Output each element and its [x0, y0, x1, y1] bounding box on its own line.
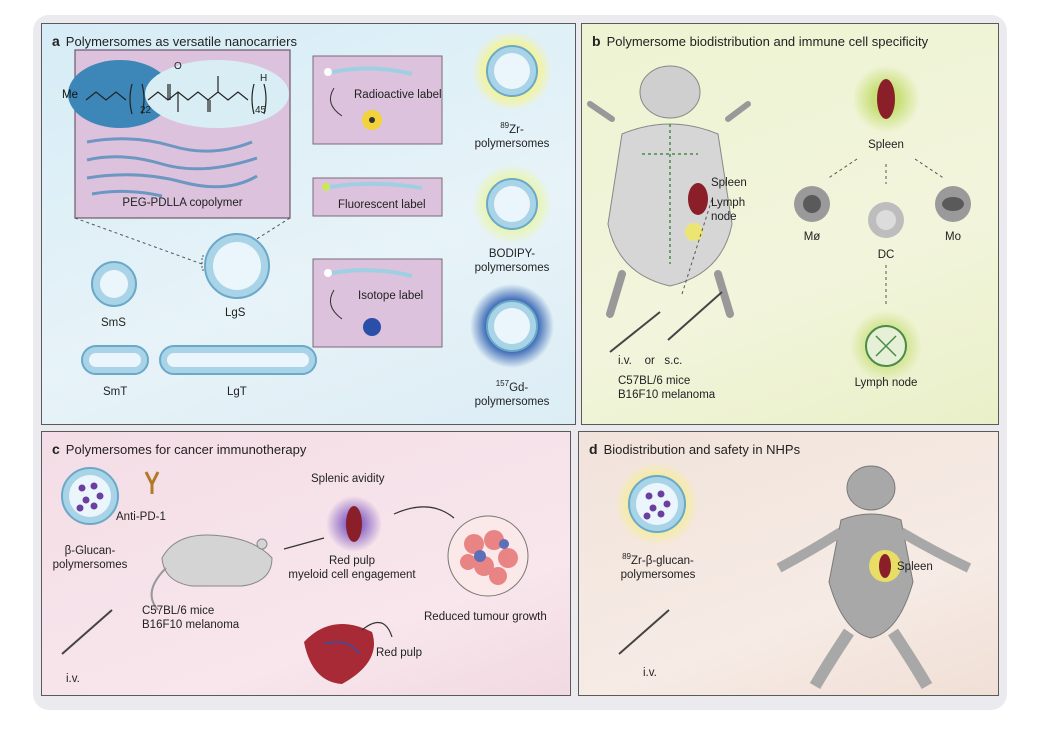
chem-n1-label: 22: [140, 105, 152, 116]
panel-c-graphics: [61, 467, 529, 684]
splenic-avidity-label: Splenic avidity: [311, 473, 385, 485]
panel-b-graphics: [587, 65, 971, 382]
lgs-label: LgS: [225, 307, 246, 319]
zr-glucan-label: 89Zr-β-glucan-polymersomes: [620, 552, 696, 581]
monocyte-label: Mo: [945, 231, 961, 243]
nhp-illustration: [776, 465, 972, 690]
b-spleen-label: Spleen: [711, 177, 747, 189]
syringe-c: [61, 609, 113, 655]
d-iv-label: i.v.: [643, 667, 657, 679]
chem-me-label: Me: [62, 89, 78, 101]
panel-d-graphics: [615, 462, 972, 690]
copolymer-label: PEG-PDLLA copolymer: [122, 197, 243, 209]
spleen-arrows: [826, 158, 946, 304]
reduced-growth-label: Reduced tumour growth: [424, 611, 547, 623]
spleen-shape-d: [879, 554, 891, 578]
antibody-icon: [144, 471, 160, 494]
b-spleen-right-label: Spleen: [868, 139, 904, 151]
chem-h-label: H: [260, 73, 268, 84]
panel-a-graphics: [68, 31, 554, 375]
isotope-sphere: [363, 318, 381, 336]
b-routes-label: i.v. or s.c.: [618, 355, 683, 367]
dc-label: DC: [877, 249, 895, 261]
mouse-supine-illustration: [587, 65, 751, 318]
macrophage-label: Mø: [803, 231, 821, 243]
fluorescent-label: Fluorescent label: [338, 199, 426, 211]
c-iv-label: i.v.: [66, 673, 80, 685]
peg-block-ellipse: [68, 60, 172, 128]
chemical-structure: [85, 76, 267, 115]
lymph-node-label: Lymph node: [854, 377, 918, 389]
lgt-label: LgT: [227, 386, 247, 398]
chem-o-label: O: [174, 61, 182, 72]
isotope-label: Isotope label: [358, 290, 424, 302]
sms-label: SmS: [101, 317, 126, 329]
glucan-label: β-Glucan-polymersomes: [52, 545, 128, 571]
smt-core: [89, 353, 141, 367]
syringes: [609, 291, 723, 353]
spleen-shape: [877, 79, 895, 119]
lgs-core: [213, 242, 261, 290]
spleen-shape-c: [346, 506, 362, 542]
sms-core: [100, 270, 128, 298]
smt-label: SmT: [103, 386, 128, 398]
mouse-illustration: [161, 534, 273, 587]
bodipy-label: BODIPY-polymersomes: [474, 248, 550, 274]
chem-n2-label: 45: [255, 105, 267, 116]
glucan-particles: [76, 482, 104, 512]
radioactive-label: Radioactive label: [354, 89, 442, 101]
gd-label: 157Gd-polymersomes: [474, 379, 550, 408]
copolymer-strands: [86, 137, 258, 198]
pdlla-block-ellipse: [145, 60, 289, 128]
zr-label: 89Zr-polymersomes: [474, 121, 550, 150]
syringe-d: [618, 609, 670, 655]
lgt-core: [167, 353, 309, 367]
red-pulp-label: Red pulp: [376, 647, 423, 659]
anti-pd1-label: Anti-PD-1: [116, 511, 166, 523]
red-pulp-illustration: [304, 624, 374, 684]
d-spleen-label: Spleen: [897, 561, 933, 573]
